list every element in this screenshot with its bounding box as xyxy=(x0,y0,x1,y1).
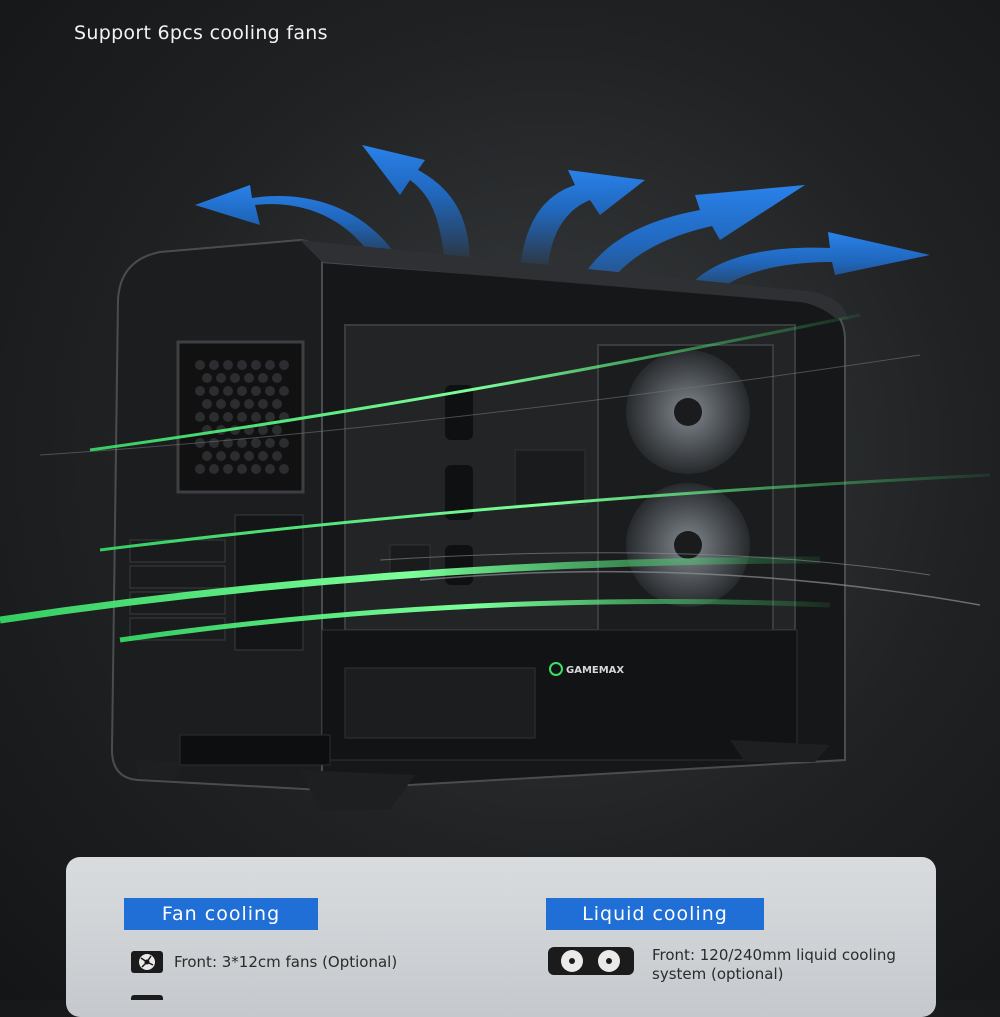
dual-fan-radiator-icon xyxy=(548,947,634,975)
exhaust-arrow-1 xyxy=(195,185,405,270)
intake-airflow-streaks xyxy=(0,313,991,643)
exhaust-arrow-3 xyxy=(520,170,645,270)
headline: Support 6pcs cooling fans xyxy=(74,22,328,44)
exhaust-arrow-2 xyxy=(362,145,470,265)
exhaust-airflow-arrows xyxy=(195,145,930,330)
product-scene: GAMEMAX xyxy=(0,145,991,810)
fan-icon xyxy=(131,951,163,973)
liquid-cooling-item: Front: 120/240mm liquid cooling system (… xyxy=(652,946,896,983)
brand-logo-text: GAMEMAX xyxy=(566,665,624,676)
pc-case xyxy=(110,238,848,810)
cooling-specs-panel xyxy=(66,857,936,1017)
exhaust-arrow-4 xyxy=(565,185,805,330)
exhaust-arrow-5 xyxy=(680,232,930,305)
fan-cooling-item: Front: 3*12cm fans (Optional) xyxy=(174,953,398,971)
brand-logo: GAMEMAX xyxy=(549,662,624,676)
liquid-cooling-tag: Liquid cooling xyxy=(546,898,764,930)
fan-icon-partial xyxy=(131,995,163,1000)
fan-cooling-tag: Fan cooling xyxy=(124,898,318,930)
